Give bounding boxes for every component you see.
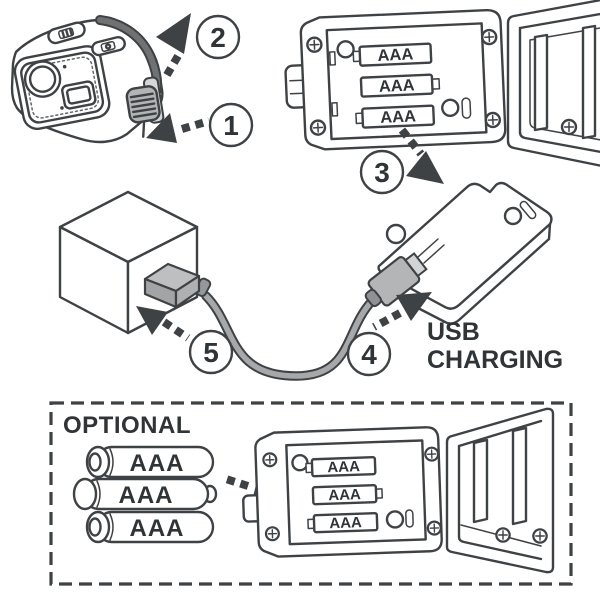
step-2-number: 2	[210, 22, 226, 53]
door-rail	[533, 33, 549, 132]
headlamp-front-face	[13, 45, 111, 130]
screw-icon	[484, 111, 502, 129]
step-2-badge: 2	[195, 14, 241, 60]
battery-compartment-open: AAA AAA AAA	[284, 8, 507, 151]
usb-plug-a	[143, 262, 212, 309]
usb-cable	[201, 291, 377, 381]
door-rail	[511, 426, 528, 526]
step-5-badge: 5	[188, 329, 234, 375]
door-rail	[472, 438, 489, 524]
usb-power-adapter	[58, 190, 199, 335]
screw-icon	[480, 28, 498, 46]
battery-slot-1: AAA	[352, 42, 433, 67]
pack-indicator-slot	[519, 200, 537, 220]
battery-bay	[325, 22, 488, 141]
usb-charging-label-line1: USB	[427, 318, 480, 346]
battery-slot-2: AAA	[359, 73, 441, 98]
battery-label: AAA	[379, 76, 416, 96]
step-1-badge: 1	[208, 102, 254, 148]
step-4-arrow	[372, 292, 432, 331]
screw-icon	[262, 452, 278, 468]
step-4-number: 4	[361, 339, 377, 370]
step-2-arrow	[156, 13, 191, 83]
battery-label: AAA	[329, 514, 362, 532]
battery-slot-3: AAA	[355, 104, 436, 129]
battery-slot-2: AAA	[311, 483, 383, 506]
screw-icon	[264, 525, 281, 542]
battery-label: AAA	[130, 515, 185, 542]
screw-icon	[532, 528, 548, 544]
step-4-badge: 4	[346, 331, 392, 377]
aaa-battery-3: AAA	[85, 510, 215, 544]
step-3-arrow	[398, 127, 444, 184]
headlamp-button-2	[91, 36, 126, 57]
step-3-badge: 3	[359, 149, 405, 195]
step-5-number: 5	[203, 337, 219, 368]
battery-label: AAA	[380, 107, 417, 127]
optional-section: OPTIONAL AAA AAA AAA	[49, 401, 573, 586]
battery-label: AAA	[119, 482, 174, 509]
door-rail	[581, 24, 597, 140]
headlamp-illustration	[10, 15, 165, 144]
battery-label: AAA	[328, 486, 361, 504]
optional-compartment-door	[445, 407, 555, 574]
optional-battery-compartment: AAA AAA AAA	[242, 426, 443, 558]
screw-icon	[560, 118, 578, 136]
step-1-arrow	[146, 113, 211, 143]
battery-slot-3: AAA	[307, 511, 379, 534]
aaa-battery-1: AAA	[85, 445, 215, 479]
battery-label: AAA	[130, 450, 185, 477]
battery-slot-1: AAA	[305, 455, 377, 478]
screw-icon	[309, 119, 327, 137]
screw-icon	[423, 446, 440, 462]
screw-icon	[495, 527, 511, 543]
headlamp-strap-clip	[125, 76, 165, 138]
battery-label: AAA	[377, 45, 414, 65]
usb-charging-label-line2: CHARGING	[427, 346, 563, 374]
aaa-battery-2: AAA	[72, 477, 218, 511]
usb-micro-plug	[364, 252, 428, 308]
step-1-number: 1	[223, 110, 239, 141]
optional-dashed-border	[49, 401, 573, 586]
screw-icon	[305, 36, 323, 54]
pack-usb-port	[417, 238, 445, 264]
battery-label: AAA	[327, 458, 360, 476]
screw-icon	[426, 520, 443, 536]
optional-title: OPTIONAL	[63, 412, 191, 439]
compartment-door	[506, 0, 600, 167]
step-3-number: 3	[374, 157, 390, 188]
step-5-arrow	[136, 306, 191, 342]
battery-bay	[285, 439, 427, 546]
headlamp-button-1	[47, 21, 86, 45]
